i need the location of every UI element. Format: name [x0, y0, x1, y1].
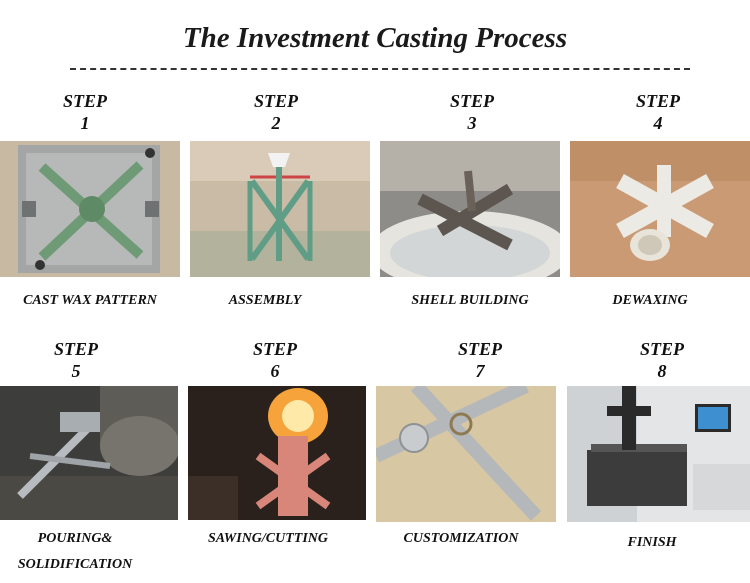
step-6-label: STEP 6	[230, 338, 320, 382]
step-3-label: STEP 3	[427, 90, 517, 134]
step-number: 5	[71, 361, 81, 381]
step-number: 4	[653, 113, 663, 133]
step-word: STEP	[635, 91, 680, 111]
step-number: 3	[467, 113, 477, 133]
step-number: 1	[80, 113, 90, 133]
step-1-caption: CAST WAX PATTERN	[23, 293, 157, 308]
step-4-label: STEP 4	[613, 90, 703, 134]
step-5-label: STEP 5	[31, 338, 121, 382]
step-2-photo-wax-tree-assembly	[190, 141, 370, 277]
step-8-photo-inspection-machine	[567, 386, 750, 522]
step-5-photo-pouring-machine	[0, 386, 178, 520]
step-word: STEP	[253, 91, 298, 111]
step-word: STEP	[457, 339, 502, 359]
step-7-photo-finished-cross-part	[376, 386, 556, 522]
step-6-photo-hot-casting	[188, 386, 366, 520]
step-4-caption: DEWAXING	[612, 293, 688, 308]
step-number: 2	[271, 113, 281, 133]
step-number: 7	[475, 361, 485, 381]
step-2-caption: ASSEMBLY	[228, 293, 302, 308]
step-1-photo-wax-pattern-mold	[0, 141, 180, 277]
step-2-label: STEP 2	[231, 90, 321, 134]
step-8-caption: FINISH	[627, 535, 677, 550]
step-8-label: STEP 8	[617, 338, 707, 382]
step-number: 8	[657, 361, 667, 381]
step-3-caption: SHELL BUILDING	[411, 293, 529, 308]
step-3-photo-slurry-dipping	[380, 141, 560, 277]
step-word: STEP	[53, 339, 98, 359]
step-6-caption: SAWING/CUTTING	[207, 531, 329, 546]
step-word: STEP	[252, 339, 297, 359]
step-number: 6	[270, 361, 280, 381]
caption-line: POURING&	[37, 531, 113, 546]
step-word: STEP	[639, 339, 684, 359]
page-title: The Investment Casting Process	[182, 22, 568, 54]
dashed-divider	[70, 68, 690, 70]
step-7-caption: CUSTOMIZATION	[403, 531, 519, 546]
step-word: STEP	[62, 91, 107, 111]
step-5-caption: POURING& SOLIDIFICATION	[0, 526, 150, 578]
caption-line: SOLIDIFICATION	[17, 557, 133, 572]
step-1-label: STEP 1	[40, 90, 130, 134]
step-7-label: STEP 7	[435, 338, 525, 382]
step-word: STEP	[449, 91, 494, 111]
step-4-photo-ceramic-shell	[570, 141, 750, 277]
